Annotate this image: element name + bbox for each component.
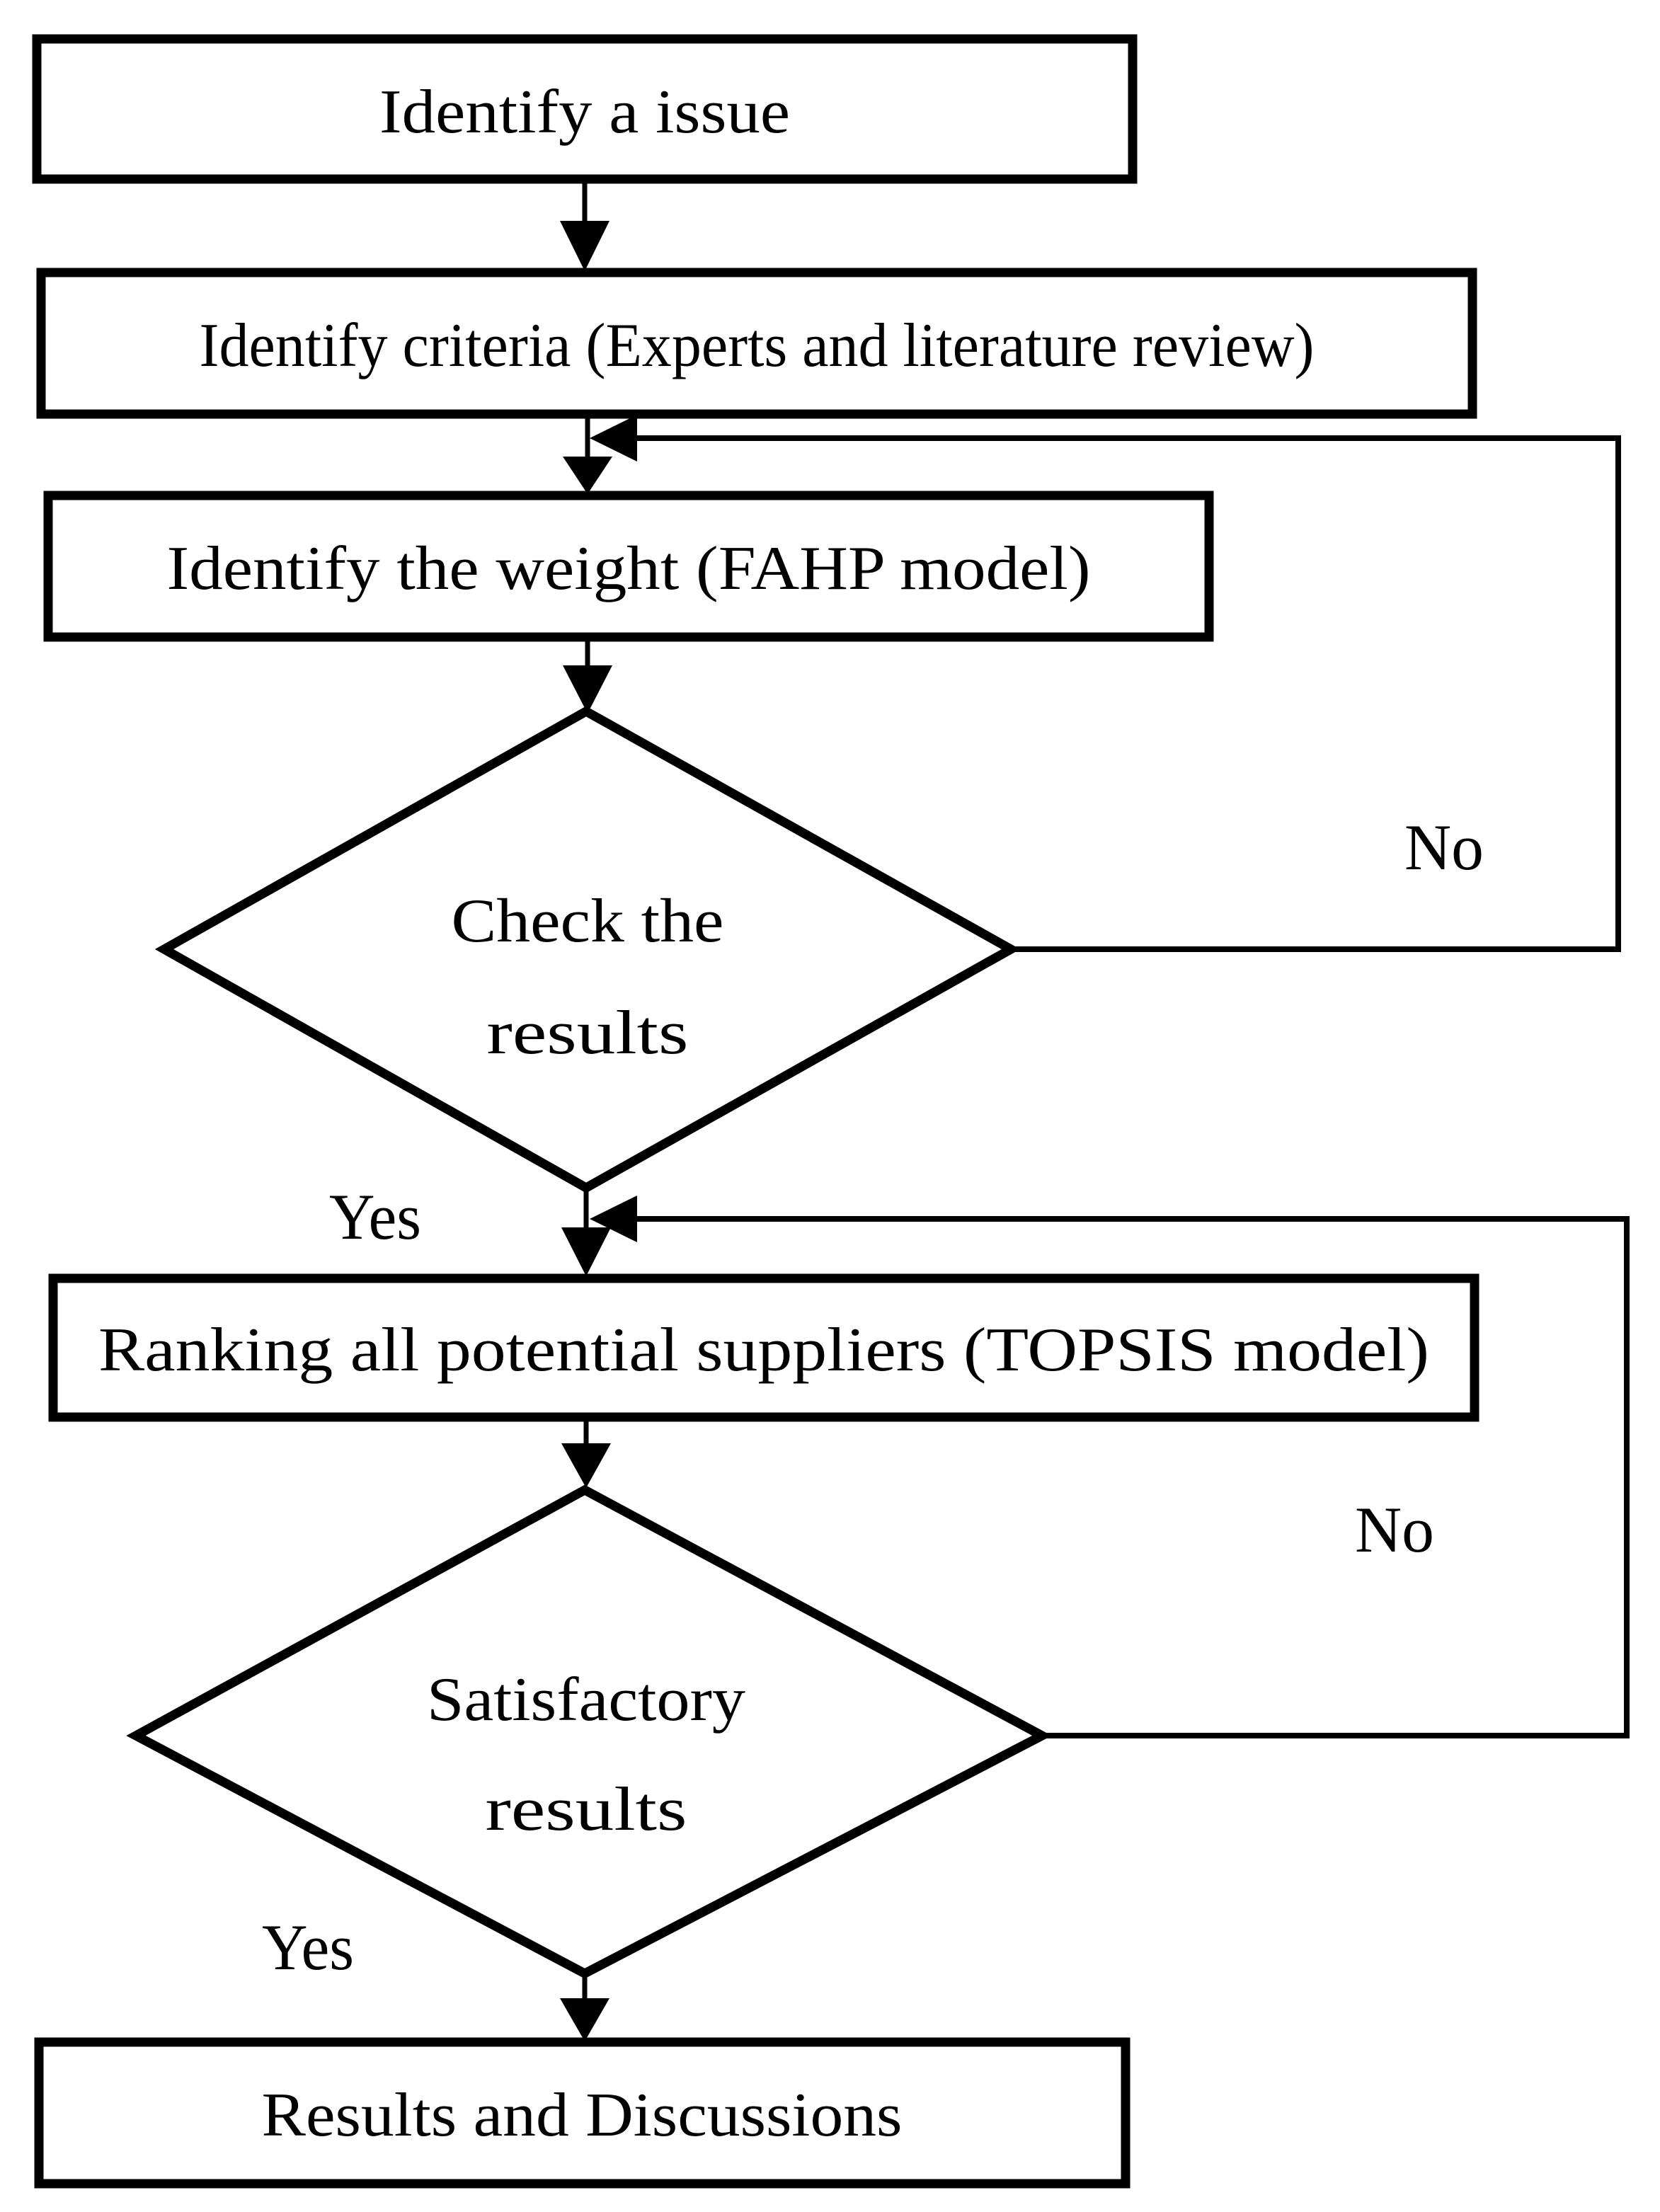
arrow-down-icon (563, 665, 612, 714)
label-check-no: No (1404, 811, 1484, 883)
arrow-down-icon (561, 1443, 611, 1488)
arrow-down-icon (560, 1998, 609, 2041)
node-check-results (154, 706, 1021, 1193)
node-identify-issue-label: Identify a issue (379, 78, 790, 147)
label-satisfactory-yes: Yes (262, 1911, 354, 1983)
label-satisfactory-no: No (1355, 1494, 1434, 1566)
arrow-left-icon (590, 415, 637, 462)
node-identify-issue (32, 34, 1138, 184)
arrow-down-icon (563, 457, 612, 494)
node-identify-weight (43, 491, 1214, 642)
node-results-discussions (34, 2037, 1130, 2189)
node-satisfactory-results (126, 1484, 1052, 1979)
node-identify-criteria-label: Identify criteria (Experts and literatur… (200, 311, 1315, 380)
node-check-results-label-line1: Check the (452, 887, 724, 956)
arrow-down-icon (561, 1227, 611, 1276)
arrow-down-icon (560, 221, 609, 271)
node-identify-weight-label: Identify the weight (FAHP model) (167, 534, 1091, 603)
node-check-results-label-line2: results (487, 999, 689, 1067)
label-check-yes: Yes (329, 1181, 421, 1253)
node-satisfactory-results-label-line1: Satisfactory (427, 1666, 745, 1734)
arrow-left-icon (590, 1196, 637, 1242)
node-identify-criteria (36, 268, 1477, 419)
node-results-discussions-label: Results and Discussions (262, 2081, 903, 2150)
node-satisfactory-results-label-line2: results (486, 1775, 687, 1844)
node-ranking-suppliers-label: Ranking all potential suppliers (TOPSIS … (98, 1316, 1429, 1385)
node-ranking-suppliers (48, 1273, 1479, 1422)
